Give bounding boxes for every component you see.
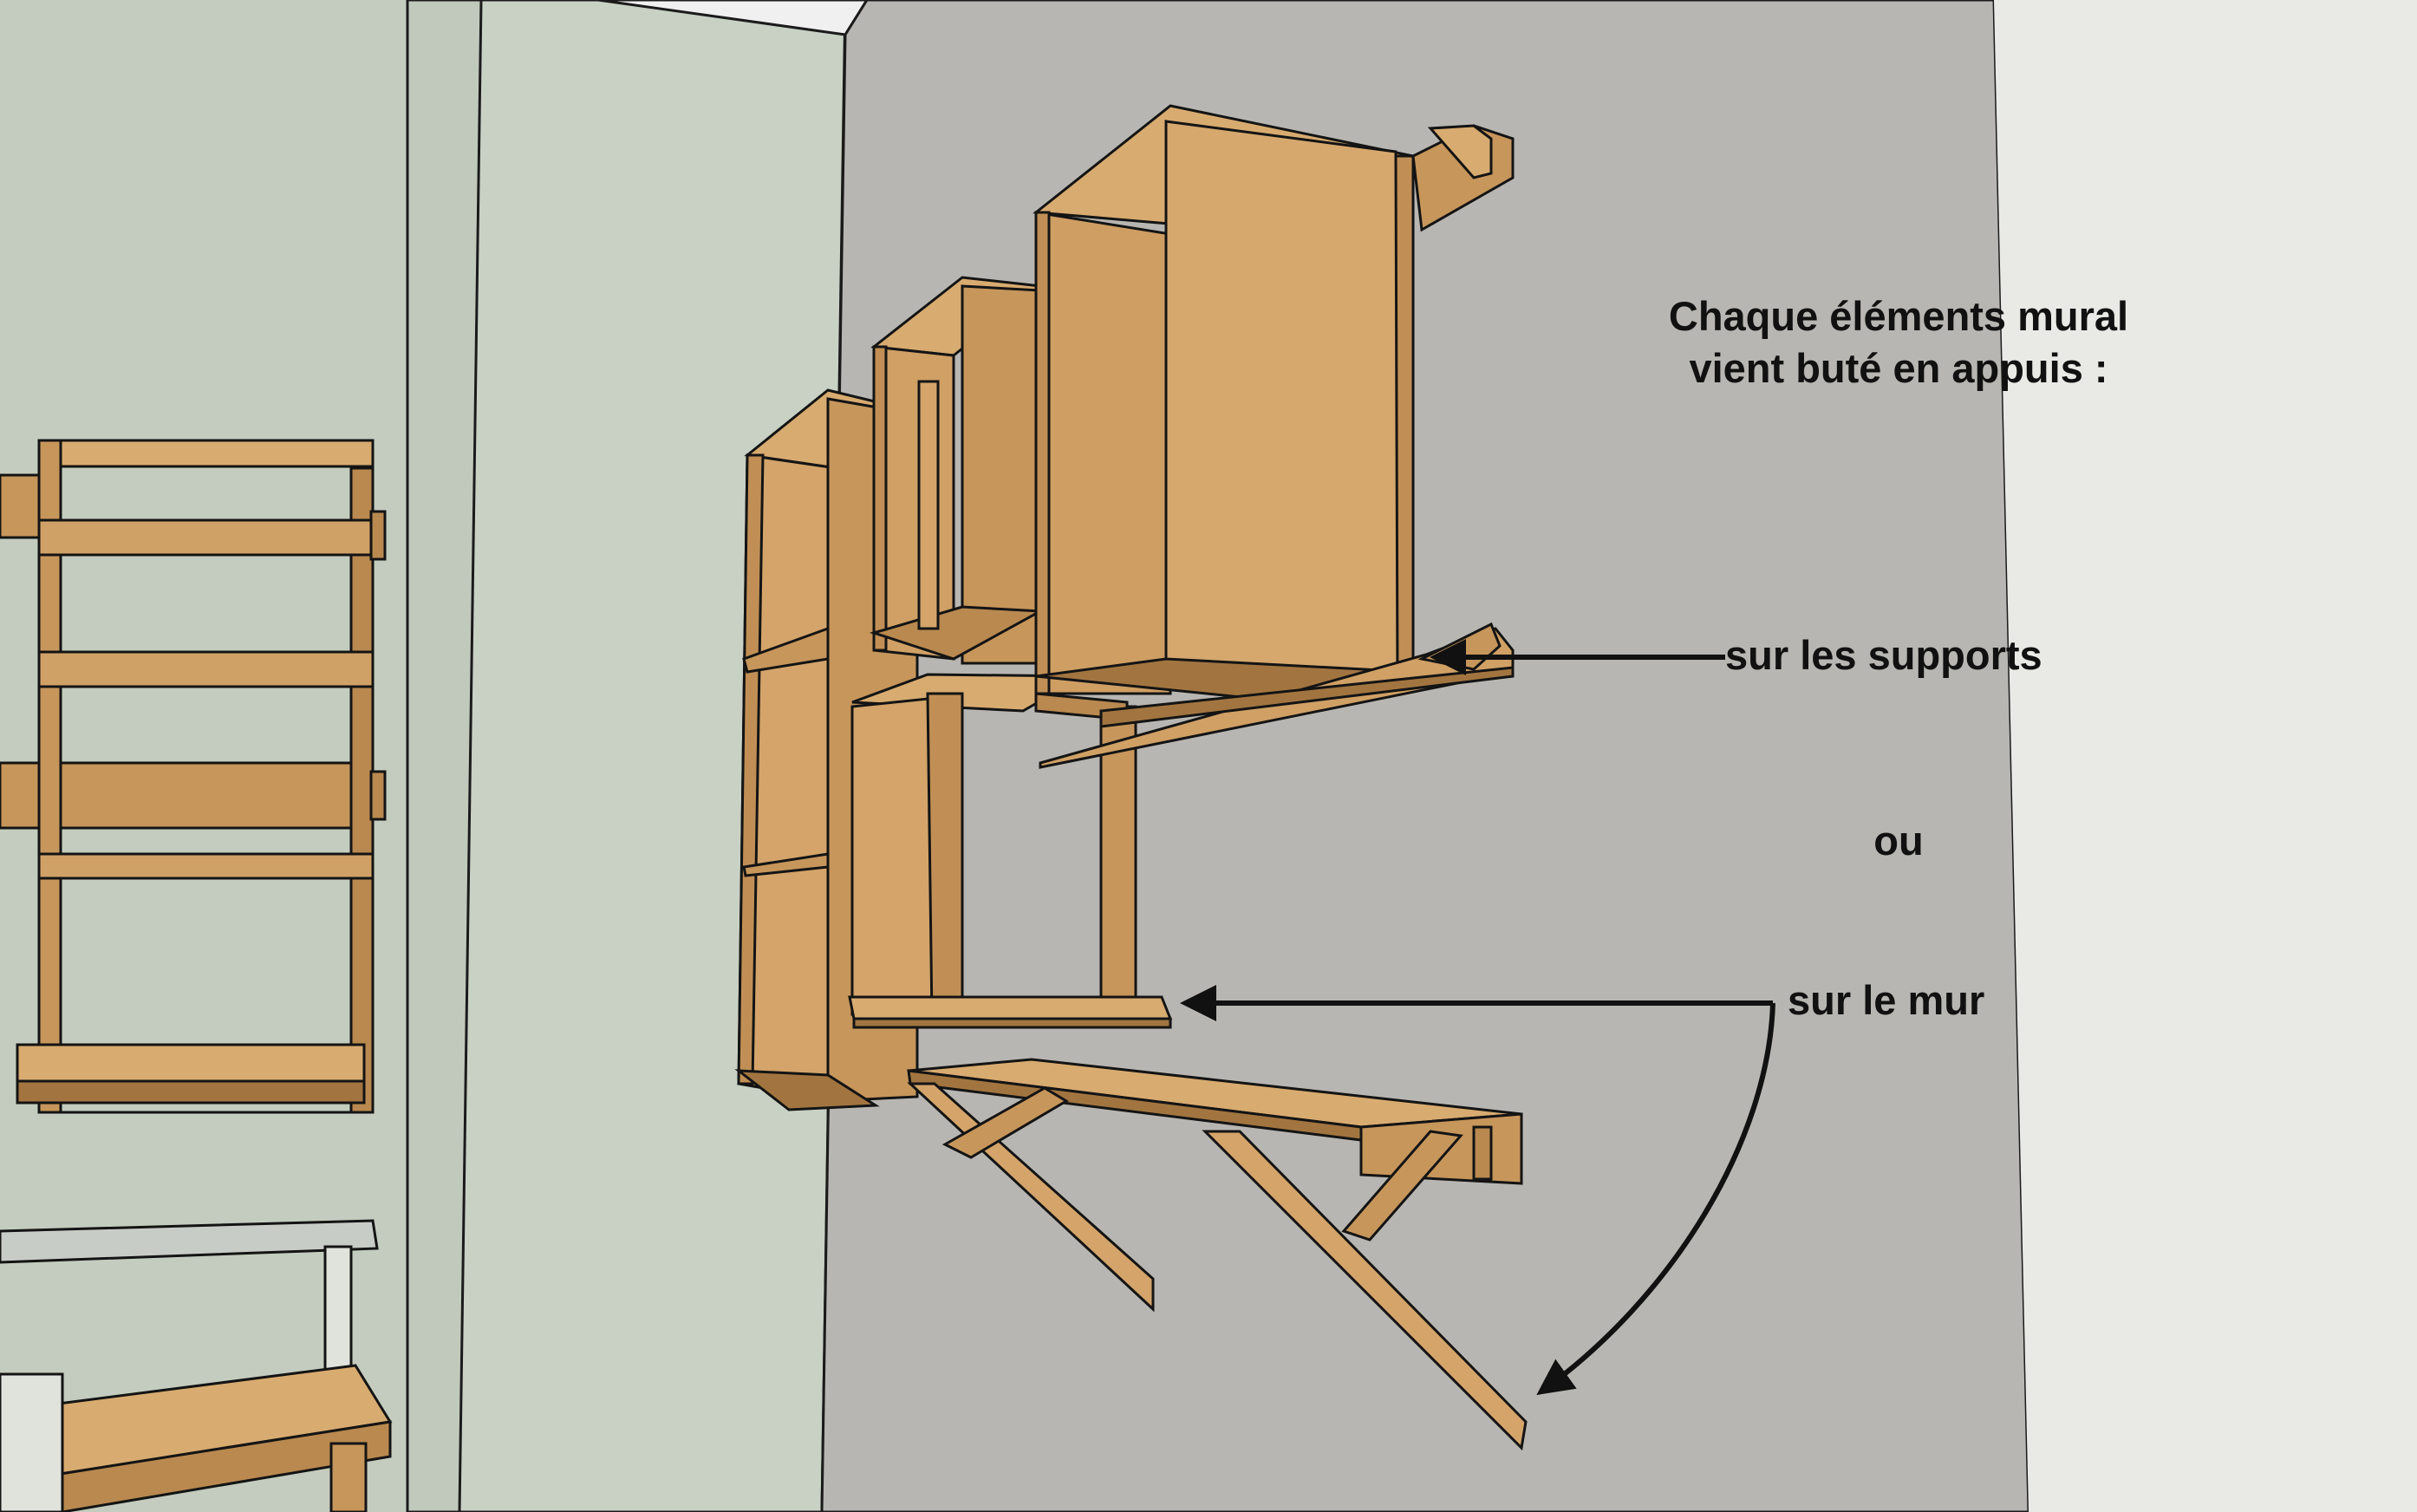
main-unit-middle-box bbox=[869, 276, 1046, 665]
left-wall bbox=[0, 0, 407, 1512]
annotation-title-line2: vient buté en appuis : bbox=[1689, 345, 2108, 391]
left-bench bbox=[0, 1219, 393, 1512]
main-unit-lower-box bbox=[848, 673, 1173, 1029]
side-wall bbox=[458, 0, 847, 1512]
left-shelf-unit bbox=[0, 439, 387, 1114]
right-wall bbox=[1994, 0, 2417, 1512]
label-sur-les-supports: sur les supports bbox=[1725, 632, 2042, 678]
wall-edge-column bbox=[406, 0, 483, 1512]
top-wall-bracket bbox=[1411, 124, 1515, 232]
main-unit-top-box bbox=[1033, 104, 1417, 721]
folding-desk bbox=[907, 1058, 1528, 1451]
annotation-arrows bbox=[1180, 639, 1775, 1396]
arrow-to-mur-desk bbox=[1536, 1002, 1775, 1396]
label-sur-le-mur: sur le mur bbox=[1788, 977, 1985, 1023]
label-ou: ou bbox=[1873, 818, 1924, 864]
annotation-title-line1: Chaque éléments mural bbox=[1668, 293, 2129, 339]
